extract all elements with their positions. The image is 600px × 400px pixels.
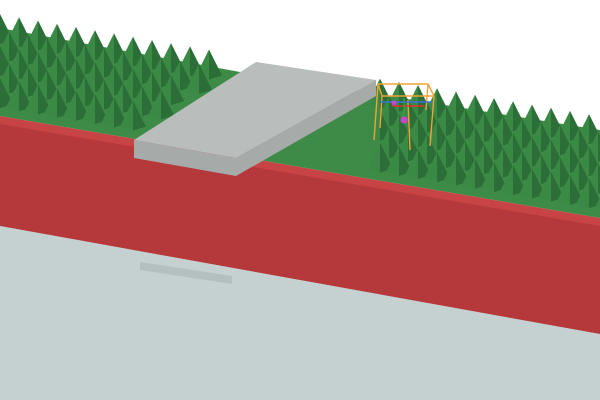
tree-face-left (538, 171, 551, 202)
gizmo-frame-edge[interactable] (427, 83, 435, 97)
tree-face-left (462, 158, 475, 189)
tree-face-right (209, 49, 222, 80)
tree-face-left (500, 165, 513, 196)
tree-face-left (82, 94, 95, 125)
gizmo-axis-handle[interactable] (391, 100, 397, 106)
tree-face-right (161, 89, 174, 120)
tree-face-left (405, 149, 418, 180)
tree-face-left (595, 197, 600, 209)
tree-face-left (424, 152, 437, 183)
gizmo-frame-edge[interactable] (407, 99, 411, 151)
gray-stone-slab[interactable] (134, 62, 376, 176)
tree-face-left (367, 110, 380, 141)
tree-face-right (199, 63, 212, 94)
tree-face-right (133, 100, 146, 131)
gizmo-frame-edge[interactable] (429, 95, 435, 147)
tree-face-left (6, 81, 19, 112)
slab-reflection-shadow (140, 262, 232, 284)
tree-face-left (519, 168, 532, 199)
tree-face-left (367, 142, 380, 173)
tree-face-left (44, 87, 57, 118)
gizmo-frame-edge[interactable] (377, 83, 383, 97)
tree-face-left (186, 63, 199, 94)
slab-side-face (236, 80, 376, 176)
tree-face-left (557, 174, 570, 205)
tree-face-right (589, 178, 600, 209)
tree-face-left (25, 84, 38, 115)
red-wall-front (0, 120, 600, 334)
pyramid-trees (0, 14, 600, 209)
tree-face-left (386, 145, 399, 176)
tree-face-left (120, 100, 133, 131)
tree-face-left (481, 161, 494, 192)
transform-gizmo[interactable] (373, 83, 435, 151)
tree-face-left (101, 97, 114, 128)
tree-face-left (576, 178, 589, 209)
tree-face-left (148, 89, 161, 120)
gizmo-frame-edge[interactable] (425, 83, 429, 111)
gizmo-center-handle[interactable] (400, 116, 408, 124)
tree-face-left (443, 155, 456, 186)
tree-face-right (171, 75, 184, 106)
tree-face-left (63, 90, 76, 121)
gizmo-frame-edge[interactable] (373, 83, 379, 141)
slab-top-face (134, 62, 376, 158)
slab-front-face (134, 140, 236, 176)
